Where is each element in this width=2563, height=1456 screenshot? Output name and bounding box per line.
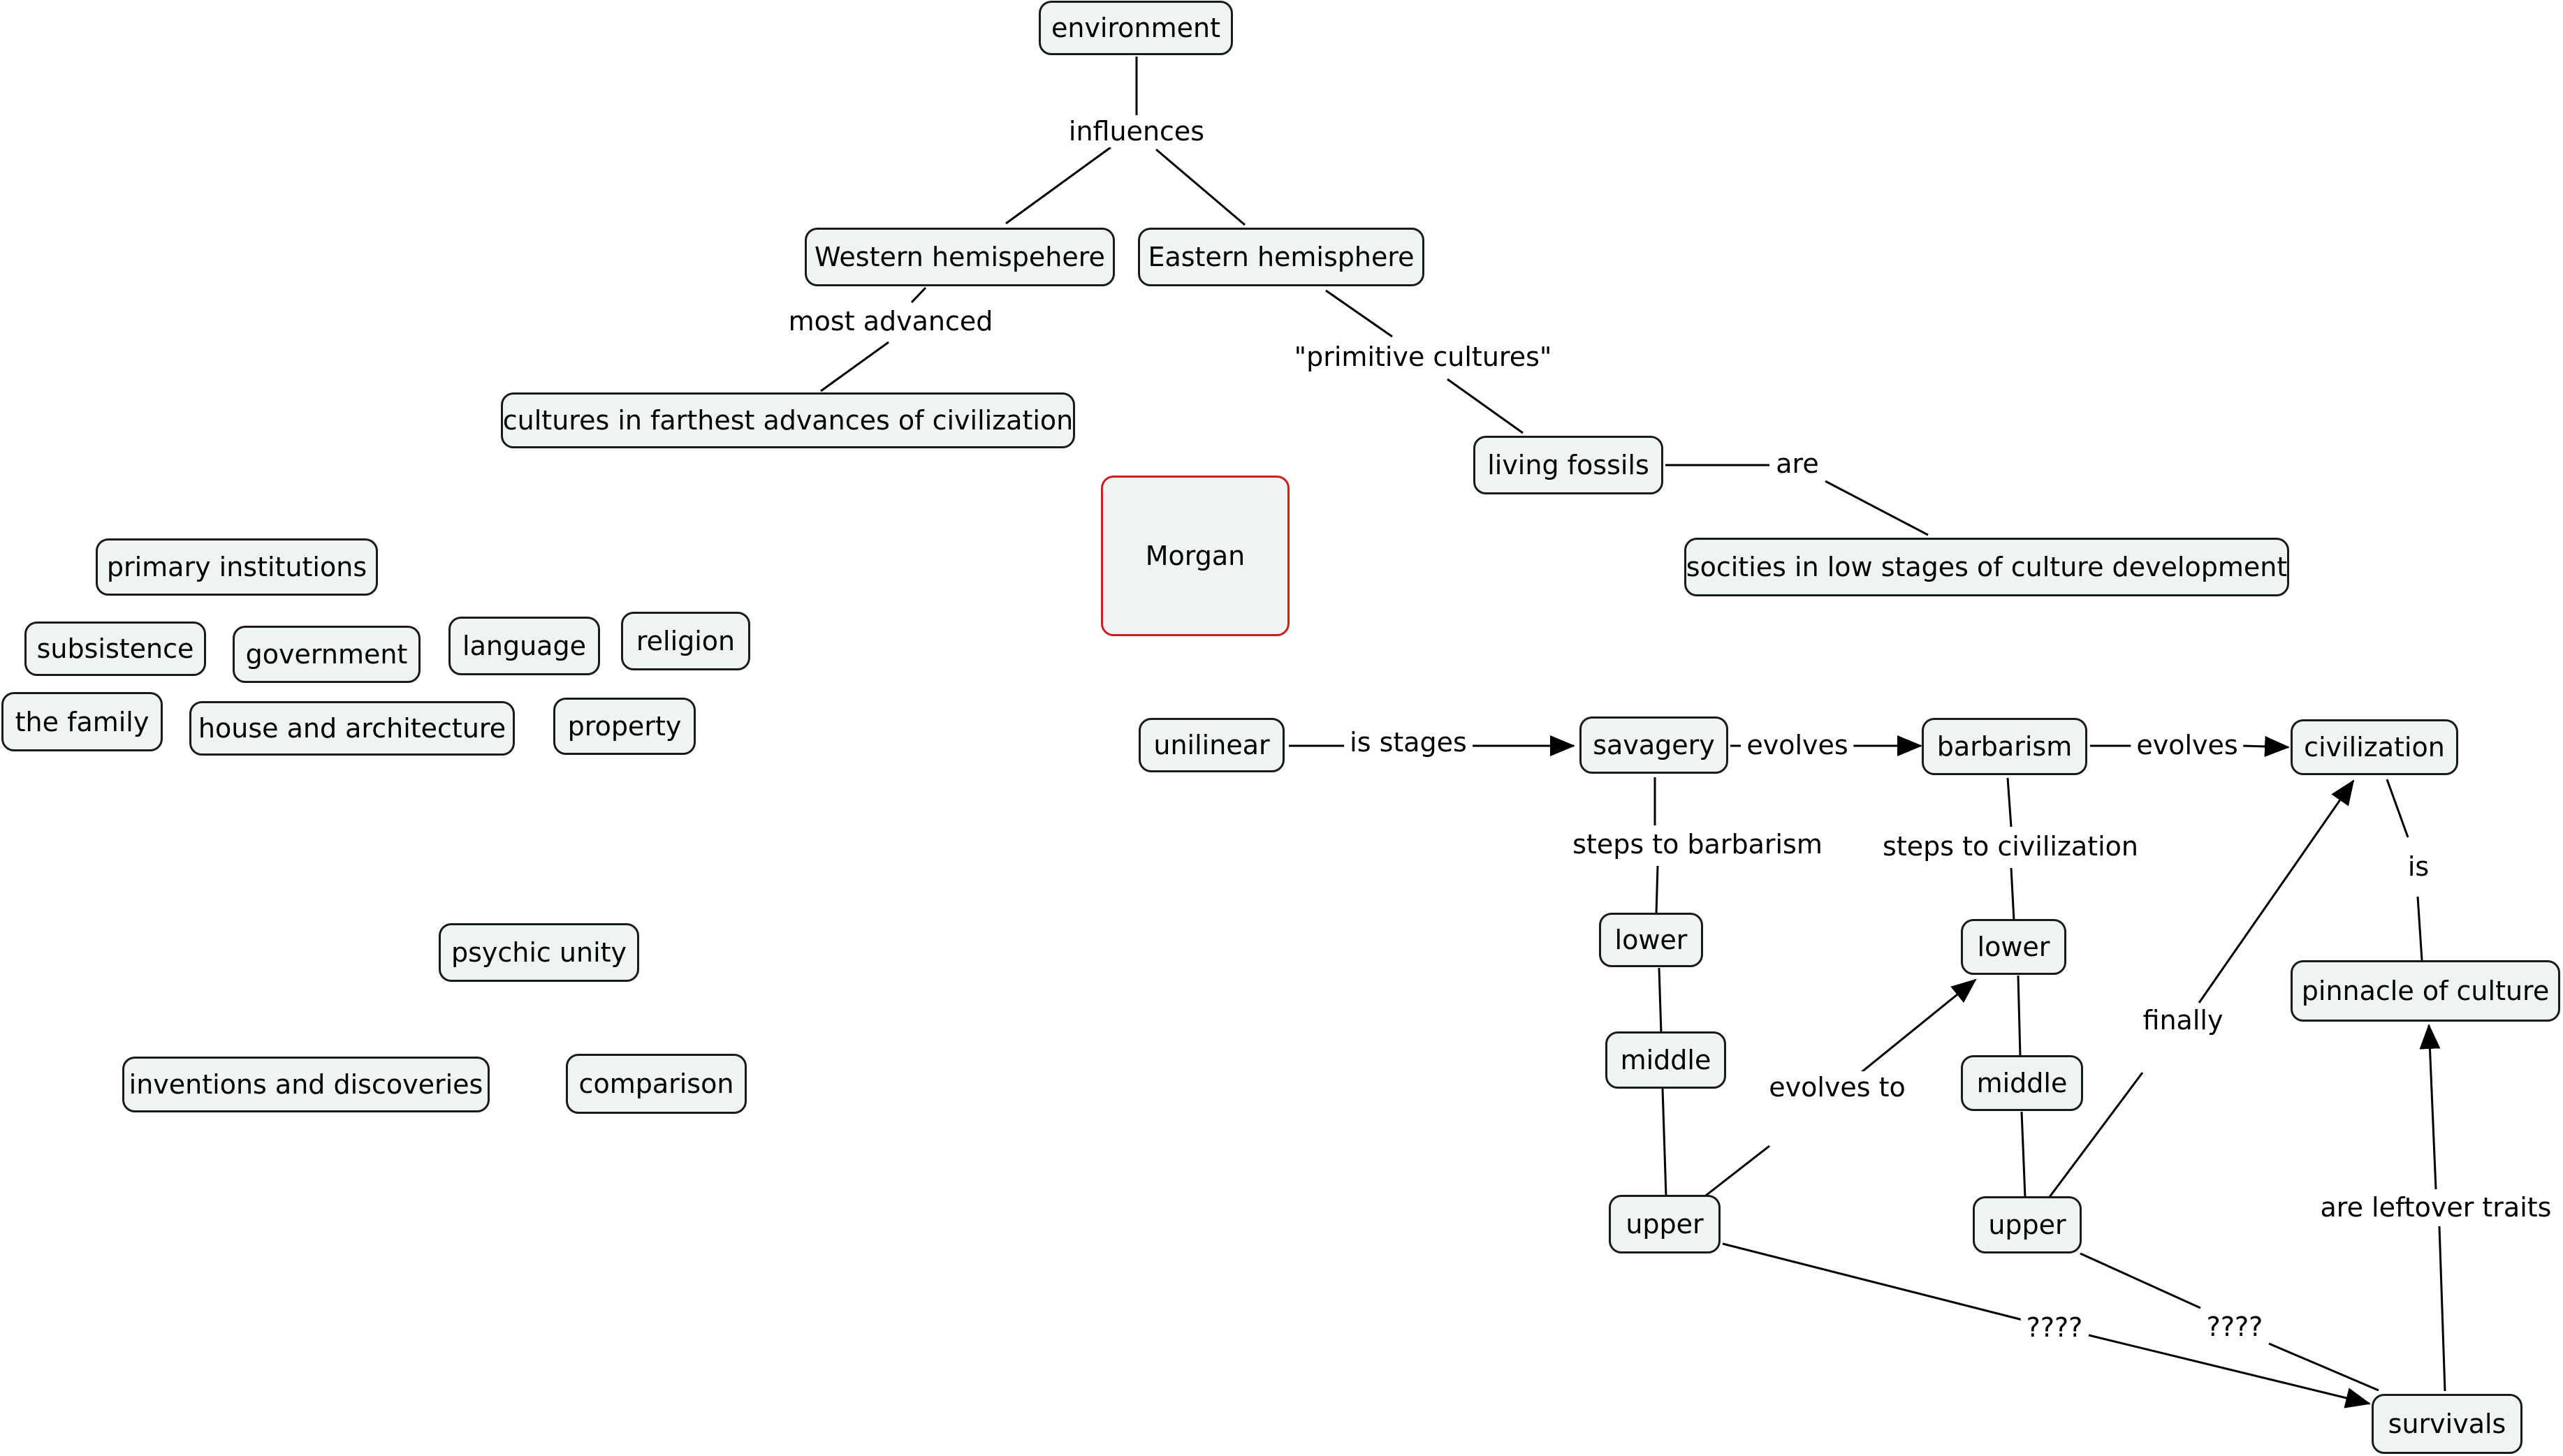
- edge-are-socities: [1825, 480, 1929, 536]
- edge-influences-eastern: [1155, 148, 1246, 226]
- edge-influences-western: [1005, 146, 1111, 225]
- concept-government[interactable]: government: [233, 626, 421, 683]
- edge-barbarism-steps: [2006, 777, 2013, 828]
- edge-eastern-primitive: [1325, 289, 1393, 338]
- edge-q1-survivals: [2088, 1334, 2371, 1409]
- concept-subsistence[interactable]: subsistence: [24, 622, 206, 676]
- edge-lower2-middle2: [2017, 975, 2022, 1057]
- link-evolves-to: evolves to: [1763, 1071, 1911, 1103]
- link-question-upper1-survivals: ????: [2020, 1311, 2089, 1344]
- concept-unilinear[interactable]: unilinear: [1139, 718, 1285, 772]
- edge-steps-lower2: [2010, 867, 2015, 921]
- concept-barbarism[interactable]: barbarism: [1922, 718, 2087, 775]
- edge-is-pinnacle: [2416, 896, 2423, 961]
- concept-socities-low-stages[interactable]: socities in low stages of culture develo…: [1684, 538, 2289, 596]
- link-steps-to-barbarism: steps to barbarism: [1567, 828, 1828, 860]
- edge-primitive-living: [1447, 378, 1524, 434]
- concept-living-fossils[interactable]: living fossils: [1473, 436, 1663, 494]
- concept-environment[interactable]: environment: [1039, 1, 1233, 55]
- concept-barbarism-middle[interactable]: middle: [1961, 1055, 2083, 1111]
- edge-finally-civilization: [2198, 779, 2355, 1003]
- link-most-advanced: most advanced: [782, 305, 999, 337]
- concept-comparison[interactable]: comparison: [566, 1054, 747, 1114]
- concept-survivals[interactable]: survivals: [2372, 1394, 2522, 1454]
- concept-savagery-upper[interactable]: upper: [1609, 1195, 1721, 1253]
- concept-savagery-lower[interactable]: lower: [1599, 913, 1703, 967]
- edge-leftover-pinnacle: [2419, 1024, 2441, 1190]
- concept-civilization[interactable]: civilization: [2291, 719, 2458, 775]
- concept-property[interactable]: property: [553, 698, 696, 755]
- edge-most-advanced-cultures: [820, 341, 889, 392]
- concept-inventions-and-discoveries[interactable]: inventions and discoveries: [122, 1057, 490, 1112]
- edge-q2-survivals: [2268, 1342, 2379, 1392]
- edge-upper1-q1: [1722, 1242, 2023, 1321]
- concept-psychic-unity[interactable]: psychic unity: [439, 923, 639, 982]
- edge-lower1-middle1: [1658, 967, 1663, 1034]
- edge-middle1-upper1: [1661, 1088, 1667, 1197]
- concept-savagery-middle[interactable]: middle: [1605, 1031, 1726, 1089]
- link-is: is: [2402, 851, 2435, 883]
- link-is-stages: is stages: [1344, 726, 1473, 758]
- edge-survivals-leftover: [2438, 1226, 2446, 1392]
- concept-primary-institutions[interactable]: primary institutions: [96, 538, 378, 596]
- concept-morgan[interactable]: Morgan: [1101, 476, 1290, 636]
- concept-eastern-hemisphere[interactable]: Eastern hemisphere: [1138, 228, 1424, 286]
- link-are-leftover-traits: are leftover traits: [2314, 1191, 2557, 1223]
- link-question-upper2-survivals: ????: [2200, 1311, 2269, 1343]
- link-influences: influences: [1063, 115, 1211, 147]
- concept-religion[interactable]: religion: [621, 612, 750, 670]
- edge-upper2-q2: [2080, 1252, 2201, 1309]
- link-are: are: [1770, 448, 1825, 480]
- edge-evolves-civilization: [2242, 735, 2290, 757]
- edge-upper1-evolvesto: [1702, 1145, 1770, 1199]
- concept-barbarism-lower[interactable]: lower: [1961, 919, 2066, 975]
- concept-savagery[interactable]: savagery: [1579, 716, 1728, 774]
- concept-cultures-farthest-advances[interactable]: cultures in farthest advances of civiliz…: [501, 392, 1075, 448]
- edge-middle2-upper2: [2020, 1111, 2027, 1198]
- concept-pinnacle-of-culture[interactable]: pinnacle of culture: [2291, 960, 2560, 1022]
- link-finally: finally: [2137, 1004, 2229, 1036]
- link-evolves-barbarism-civilization: evolves: [2131, 729, 2244, 761]
- edge-upper2-finally: [2048, 1072, 2144, 1198]
- concept-house-and-architecture[interactable]: house and architecture: [189, 701, 515, 756]
- concept-barbarism-upper[interactable]: upper: [1973, 1196, 2082, 1253]
- link-evolves-savagery-barbarism: evolves: [1741, 729, 1854, 761]
- link-primitive-cultures: "primitive cultures": [1288, 341, 1558, 373]
- edge-civilization-is: [2386, 779, 2409, 838]
- edge-western-most-advanced: [910, 286, 927, 304]
- concept-language[interactable]: language: [448, 617, 600, 675]
- link-steps-to-civilization: steps to civilization: [1877, 830, 2144, 862]
- concept-the-family[interactable]: the family: [1, 692, 163, 751]
- edge-steps-lower1: [1655, 865, 1659, 915]
- concept-western-hemisphere[interactable]: Western hemispehere: [805, 228, 1115, 286]
